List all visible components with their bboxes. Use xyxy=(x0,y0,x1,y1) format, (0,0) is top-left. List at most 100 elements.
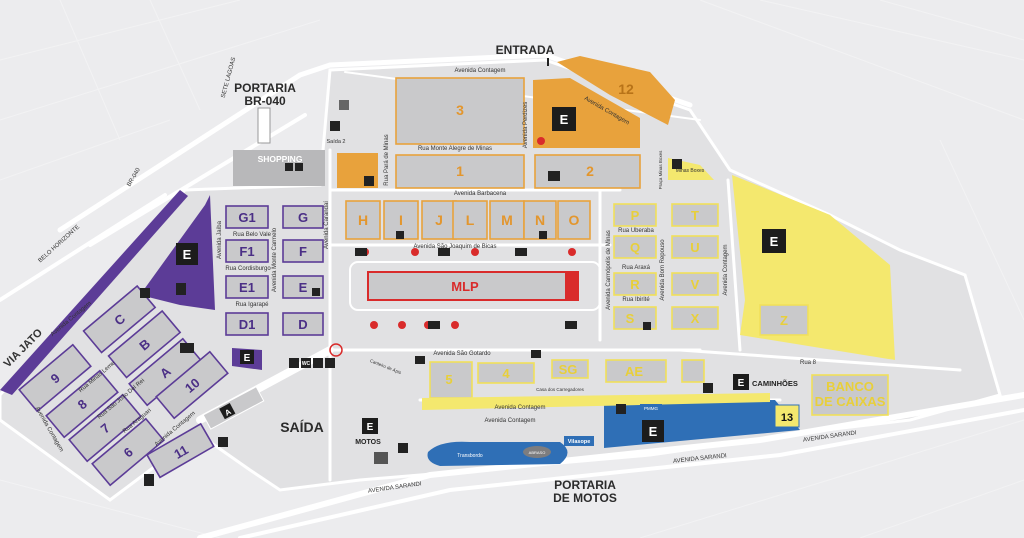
block-ae xyxy=(605,359,667,383)
block-13 xyxy=(774,404,800,428)
block-z xyxy=(759,304,809,336)
place-minas-boxes: Minas Boxes xyxy=(676,168,705,174)
info-icon xyxy=(325,358,335,368)
parking-e-orange xyxy=(552,107,576,131)
road-rua-araxa: Rua Araxá xyxy=(622,265,651,271)
block-ae-small xyxy=(681,359,705,383)
parking-e-purple-small xyxy=(240,350,254,364)
building-icon xyxy=(339,100,349,110)
restaurant-icon xyxy=(312,288,320,296)
restaurant-icon xyxy=(672,159,682,169)
block-s-label: S xyxy=(626,311,635,326)
parking-e-blue xyxy=(642,420,664,442)
block-7 xyxy=(68,393,142,463)
block-sg xyxy=(551,359,589,379)
yellow-parking-right xyxy=(732,175,895,360)
road-av-contagem-mid: Avenida Contagem xyxy=(495,405,546,411)
parking-e-purple-small-label: E xyxy=(244,353,251,364)
block-3-label: 3 xyxy=(456,102,464,118)
block-d1 xyxy=(225,312,269,336)
road-av-sao-gotardo: Avenida São Gotardo xyxy=(433,351,491,357)
block-q-label: Q xyxy=(630,240,640,255)
road-av-contagem-right: Avenida Contagem xyxy=(723,245,729,296)
block-l-label: L xyxy=(466,212,475,228)
block-u-label: U xyxy=(690,240,699,255)
parking-e-purple-label: E xyxy=(183,247,192,262)
parking-e-caminhoes xyxy=(733,374,749,390)
parking-e-orange-label: E xyxy=(560,112,569,127)
road-av-bom-repouso: Avenida Bom Repouso xyxy=(660,239,666,301)
road-av-caranda: Avenida Carandaí xyxy=(324,201,330,249)
block-a-small-label: A xyxy=(223,407,233,418)
block-p xyxy=(613,203,657,227)
wc-icon xyxy=(144,474,154,486)
place-vilasope: Vilasope xyxy=(568,439,591,445)
restaurant-icon xyxy=(295,163,303,171)
gate-portaria-br040-line1: PORTARIA xyxy=(234,81,296,95)
block-d xyxy=(282,312,324,336)
purple-grid: G1 G Rua Belo Vale F1 F Rua Cordisburgo … xyxy=(225,205,324,336)
roundabout-icon xyxy=(329,343,343,357)
place-motos: MOTOS xyxy=(355,439,381,446)
block-o-label: O xyxy=(569,212,580,228)
wc-icon xyxy=(531,350,541,358)
wc-icon xyxy=(515,248,527,256)
block-13-label: 13 xyxy=(781,412,793,424)
place-mlp: MLP xyxy=(451,279,479,294)
block-v-label: V xyxy=(691,277,700,292)
block-1-label: 1 xyxy=(456,163,464,179)
shopping-building xyxy=(233,150,325,186)
block-f xyxy=(282,239,324,263)
wc-icon-label: WC xyxy=(302,361,311,367)
block-12-area xyxy=(557,56,675,125)
block-u xyxy=(671,235,719,259)
block-n-label: N xyxy=(535,212,545,228)
banco-de-caixas xyxy=(811,374,889,416)
road-rua-cordisburgo: Rua Cordisburgo xyxy=(225,266,271,272)
block-i-label: I xyxy=(399,212,403,228)
orange-row: H I J L M N O xyxy=(345,200,591,240)
block-h-label: H xyxy=(358,212,368,228)
block-11 xyxy=(145,422,215,479)
block-11-label: 11 xyxy=(171,442,190,462)
block-m xyxy=(489,200,525,240)
restaurant-icon xyxy=(218,437,228,447)
place-abrasol: ABRASO xyxy=(529,450,546,455)
road-rua-para-minas: Rua Pará de Minas xyxy=(384,134,390,185)
gate-entrada: ENTRADA xyxy=(496,43,555,57)
block-r xyxy=(613,272,657,296)
parking-e-motos xyxy=(362,418,378,434)
yellow-strip xyxy=(422,393,770,410)
purple-strip xyxy=(0,190,188,395)
block-4 xyxy=(477,362,535,384)
block-g1 xyxy=(225,205,269,229)
place-transbordo: Transbordo xyxy=(457,453,483,459)
block-a-small xyxy=(202,386,265,430)
block-6 xyxy=(91,417,165,487)
highways xyxy=(0,52,1024,538)
mlp-building xyxy=(367,271,579,301)
place-praca-minas-boxes: Praça Minas Boxes xyxy=(658,150,663,190)
block-e1 xyxy=(225,275,269,299)
service-icons: WC xyxy=(140,159,713,486)
block-4-label: 4 xyxy=(502,366,510,381)
block-j-label: J xyxy=(435,212,443,228)
wc-icon xyxy=(355,248,367,256)
block-e-label: E xyxy=(299,280,308,295)
block-f1 xyxy=(225,239,269,263)
road-av-sao-joaquim: Avenida São Joaquim de Bicas xyxy=(414,244,497,250)
block-x-label: X xyxy=(691,311,700,326)
block-1 xyxy=(395,154,525,189)
restaurant-icon xyxy=(539,231,547,239)
atm-icon xyxy=(289,358,299,368)
place-shopping: SHOPPING xyxy=(258,154,303,164)
road-rua-ibirite: Rua Ibirité xyxy=(622,297,650,303)
block-b xyxy=(107,309,182,379)
block-2-label: 2 xyxy=(586,163,594,179)
atm-icon xyxy=(285,163,293,171)
block-e1-label: E1 xyxy=(239,280,255,295)
parking-e-purple xyxy=(176,243,198,265)
road-av-carmopolis: Avenida Carmópolis de Minas xyxy=(606,230,612,310)
